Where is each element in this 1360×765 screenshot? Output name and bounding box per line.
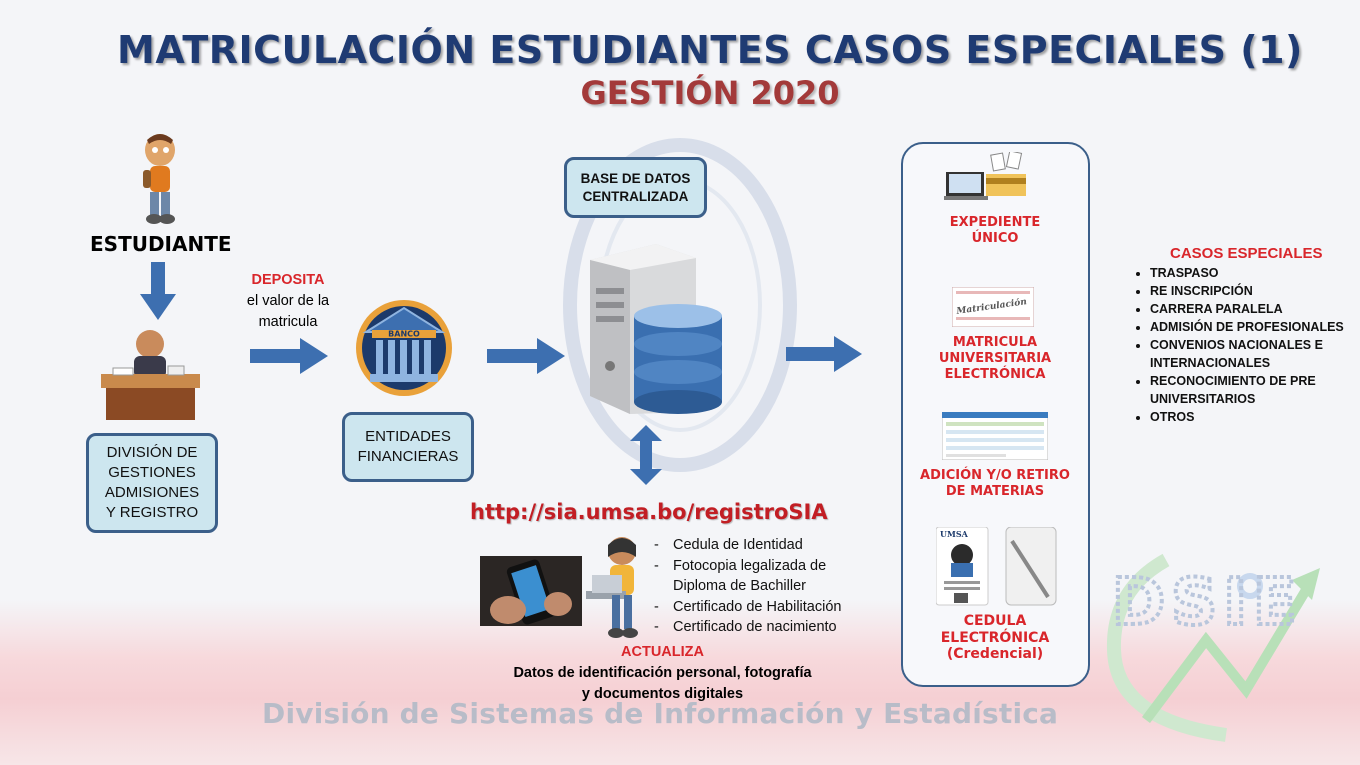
requirement-item: Certificado de Habilitación bbox=[654, 597, 841, 618]
division-admissions-box: DIVISIÓN DE GESTIONES ADMISIONES Y REGIS… bbox=[86, 433, 218, 533]
student-label: ESTUDIANTE bbox=[90, 232, 232, 256]
division-line-1: DIVISIÓN DE bbox=[106, 444, 198, 461]
expediente-label: EXPEDIENTE ÚNICO bbox=[910, 215, 1080, 247]
adicion-line-1: ADICIÓN Y/O RETIRO bbox=[920, 468, 1070, 483]
matricula-line-1: MATRICULA bbox=[952, 335, 1038, 350]
entities-line-1: ENTIDADES bbox=[365, 428, 451, 445]
clerk-desk-icon bbox=[101, 330, 200, 420]
special-cases-list: TRASPASO RE INSCRIPCIÓN CARRERA PARALELA… bbox=[1128, 264, 1360, 426]
deposit-verb: DEPOSITA bbox=[251, 272, 325, 288]
down-arrow-icon bbox=[140, 262, 176, 320]
special-case-item: ADMISIÓN DE PROFESIONALES bbox=[1150, 318, 1360, 336]
requirements-list: Cedula de Identidad Fotocopia legalizada… bbox=[654, 535, 841, 638]
special-case-item: RECONOCIMIENTO DE PRE UNIVERSITARIOS bbox=[1150, 372, 1360, 408]
cedula-line-1: CEDULA bbox=[963, 613, 1027, 629]
card-brand: UMSA bbox=[940, 529, 969, 539]
division-line-3: ADMISIONES bbox=[104, 484, 200, 501]
update-line-1: Datos de identificación personal, fotogr… bbox=[513, 665, 812, 681]
special-cases-title: CASOS ESPECIALES bbox=[1170, 245, 1323, 262]
dsie-logo-icon: DSIE bbox=[1106, 553, 1320, 742]
updown-arrow-icon bbox=[630, 425, 662, 485]
page-title: MATRICULACIÓN ESTUDIANTES CASOS ESPECIAL… bbox=[117, 28, 1303, 72]
subjects-screen-icon bbox=[942, 412, 1048, 460]
entities-line-2: FINANCIERAS bbox=[357, 448, 459, 465]
right-arrow-icon-2 bbox=[487, 338, 565, 374]
deposit-text: DEPOSITA el valor de la matricula bbox=[238, 270, 338, 333]
cedula-line-2: ELECTRÓNICA bbox=[940, 629, 1050, 646]
deposit-line-2: el valor de la bbox=[246, 293, 330, 309]
special-case-item: RE INSCRIPCIÓN bbox=[1150, 282, 1360, 300]
requirement-item: Cedula de Identidad bbox=[654, 535, 841, 556]
adicion-line-2: DE MATERIAS bbox=[945, 484, 1045, 499]
requirement-item: Fotocopia legalizada de bbox=[654, 556, 841, 577]
special-case-item: CARRERA PARALELA bbox=[1150, 300, 1360, 318]
logo-text: DSIE bbox=[1112, 566, 1303, 640]
right-arrow-icon bbox=[250, 338, 328, 374]
matricula-line-2: UNIVERSITARIA bbox=[938, 351, 1052, 366]
expediente-line-2: ÚNICO bbox=[971, 231, 1019, 246]
digital-file-icon bbox=[944, 152, 1026, 200]
credential-card-icon: UMSA bbox=[936, 527, 1057, 606]
registro-sia-link[interactable]: http://sia.umsa.bo/registroSIA bbox=[470, 500, 828, 524]
right-arrow-icon-3 bbox=[786, 336, 862, 372]
division-line-2: GESTIONES bbox=[108, 464, 196, 481]
special-case-item: TRASPASO bbox=[1150, 264, 1360, 282]
matricula-line-3: ELECTRÓNICA bbox=[944, 367, 1046, 382]
adicion-label: ADICIÓN Y/O RETIRO DE MATERIAS bbox=[910, 468, 1080, 500]
database-line-2: CENTRALIZADA bbox=[582, 188, 689, 204]
bank-sign: BANCO bbox=[388, 330, 420, 339]
server-database-icon bbox=[590, 244, 722, 414]
bank-icon: BANCO bbox=[356, 300, 452, 396]
division-line-4: Y REGISTRO bbox=[105, 504, 199, 521]
update-verb: ACTUALIZA bbox=[621, 644, 704, 660]
student-figure-icon bbox=[143, 134, 175, 224]
requirement-item: Certificado de nacimiento bbox=[654, 617, 841, 638]
special-case-item: OTROS bbox=[1150, 408, 1360, 426]
enrollment-document-icon: Matriculación bbox=[952, 287, 1034, 327]
smartphone-photo-icon bbox=[480, 556, 582, 626]
matricula-label: MATRICULA UNIVERSITARIA ELECTRÓNICA bbox=[910, 335, 1080, 383]
deposit-line-3: matricula bbox=[258, 314, 318, 330]
special-case-item: CONVENIOS NACIONALES E INTERNACIONALES bbox=[1150, 336, 1360, 372]
user-laptop-icon bbox=[586, 537, 638, 638]
financial-entities-box: ENTIDADES FINANCIERAS bbox=[342, 412, 474, 482]
update-text: ACTUALIZA Datos de identificación person… bbox=[460, 642, 865, 705]
cedula-line-3: (Credencial) bbox=[946, 646, 1044, 662]
database-line-1: BASE DE DATOS bbox=[580, 170, 691, 186]
requirement-item-continuation: Diploma de Bachiller bbox=[673, 578, 806, 594]
database-box: BASE DE DATOS CENTRALIZADA bbox=[564, 157, 707, 218]
footer-division-name: División de Sistemas de Información y Es… bbox=[262, 697, 1059, 730]
update-line-2: y documentos digitales bbox=[581, 686, 744, 702]
expediente-line-1: EXPEDIENTE bbox=[949, 215, 1041, 230]
page-subtitle: GESTIÓN 2020 bbox=[580, 74, 840, 112]
cedula-label: CEDULA ELECTRÓNICA (Credencial) bbox=[910, 613, 1080, 663]
